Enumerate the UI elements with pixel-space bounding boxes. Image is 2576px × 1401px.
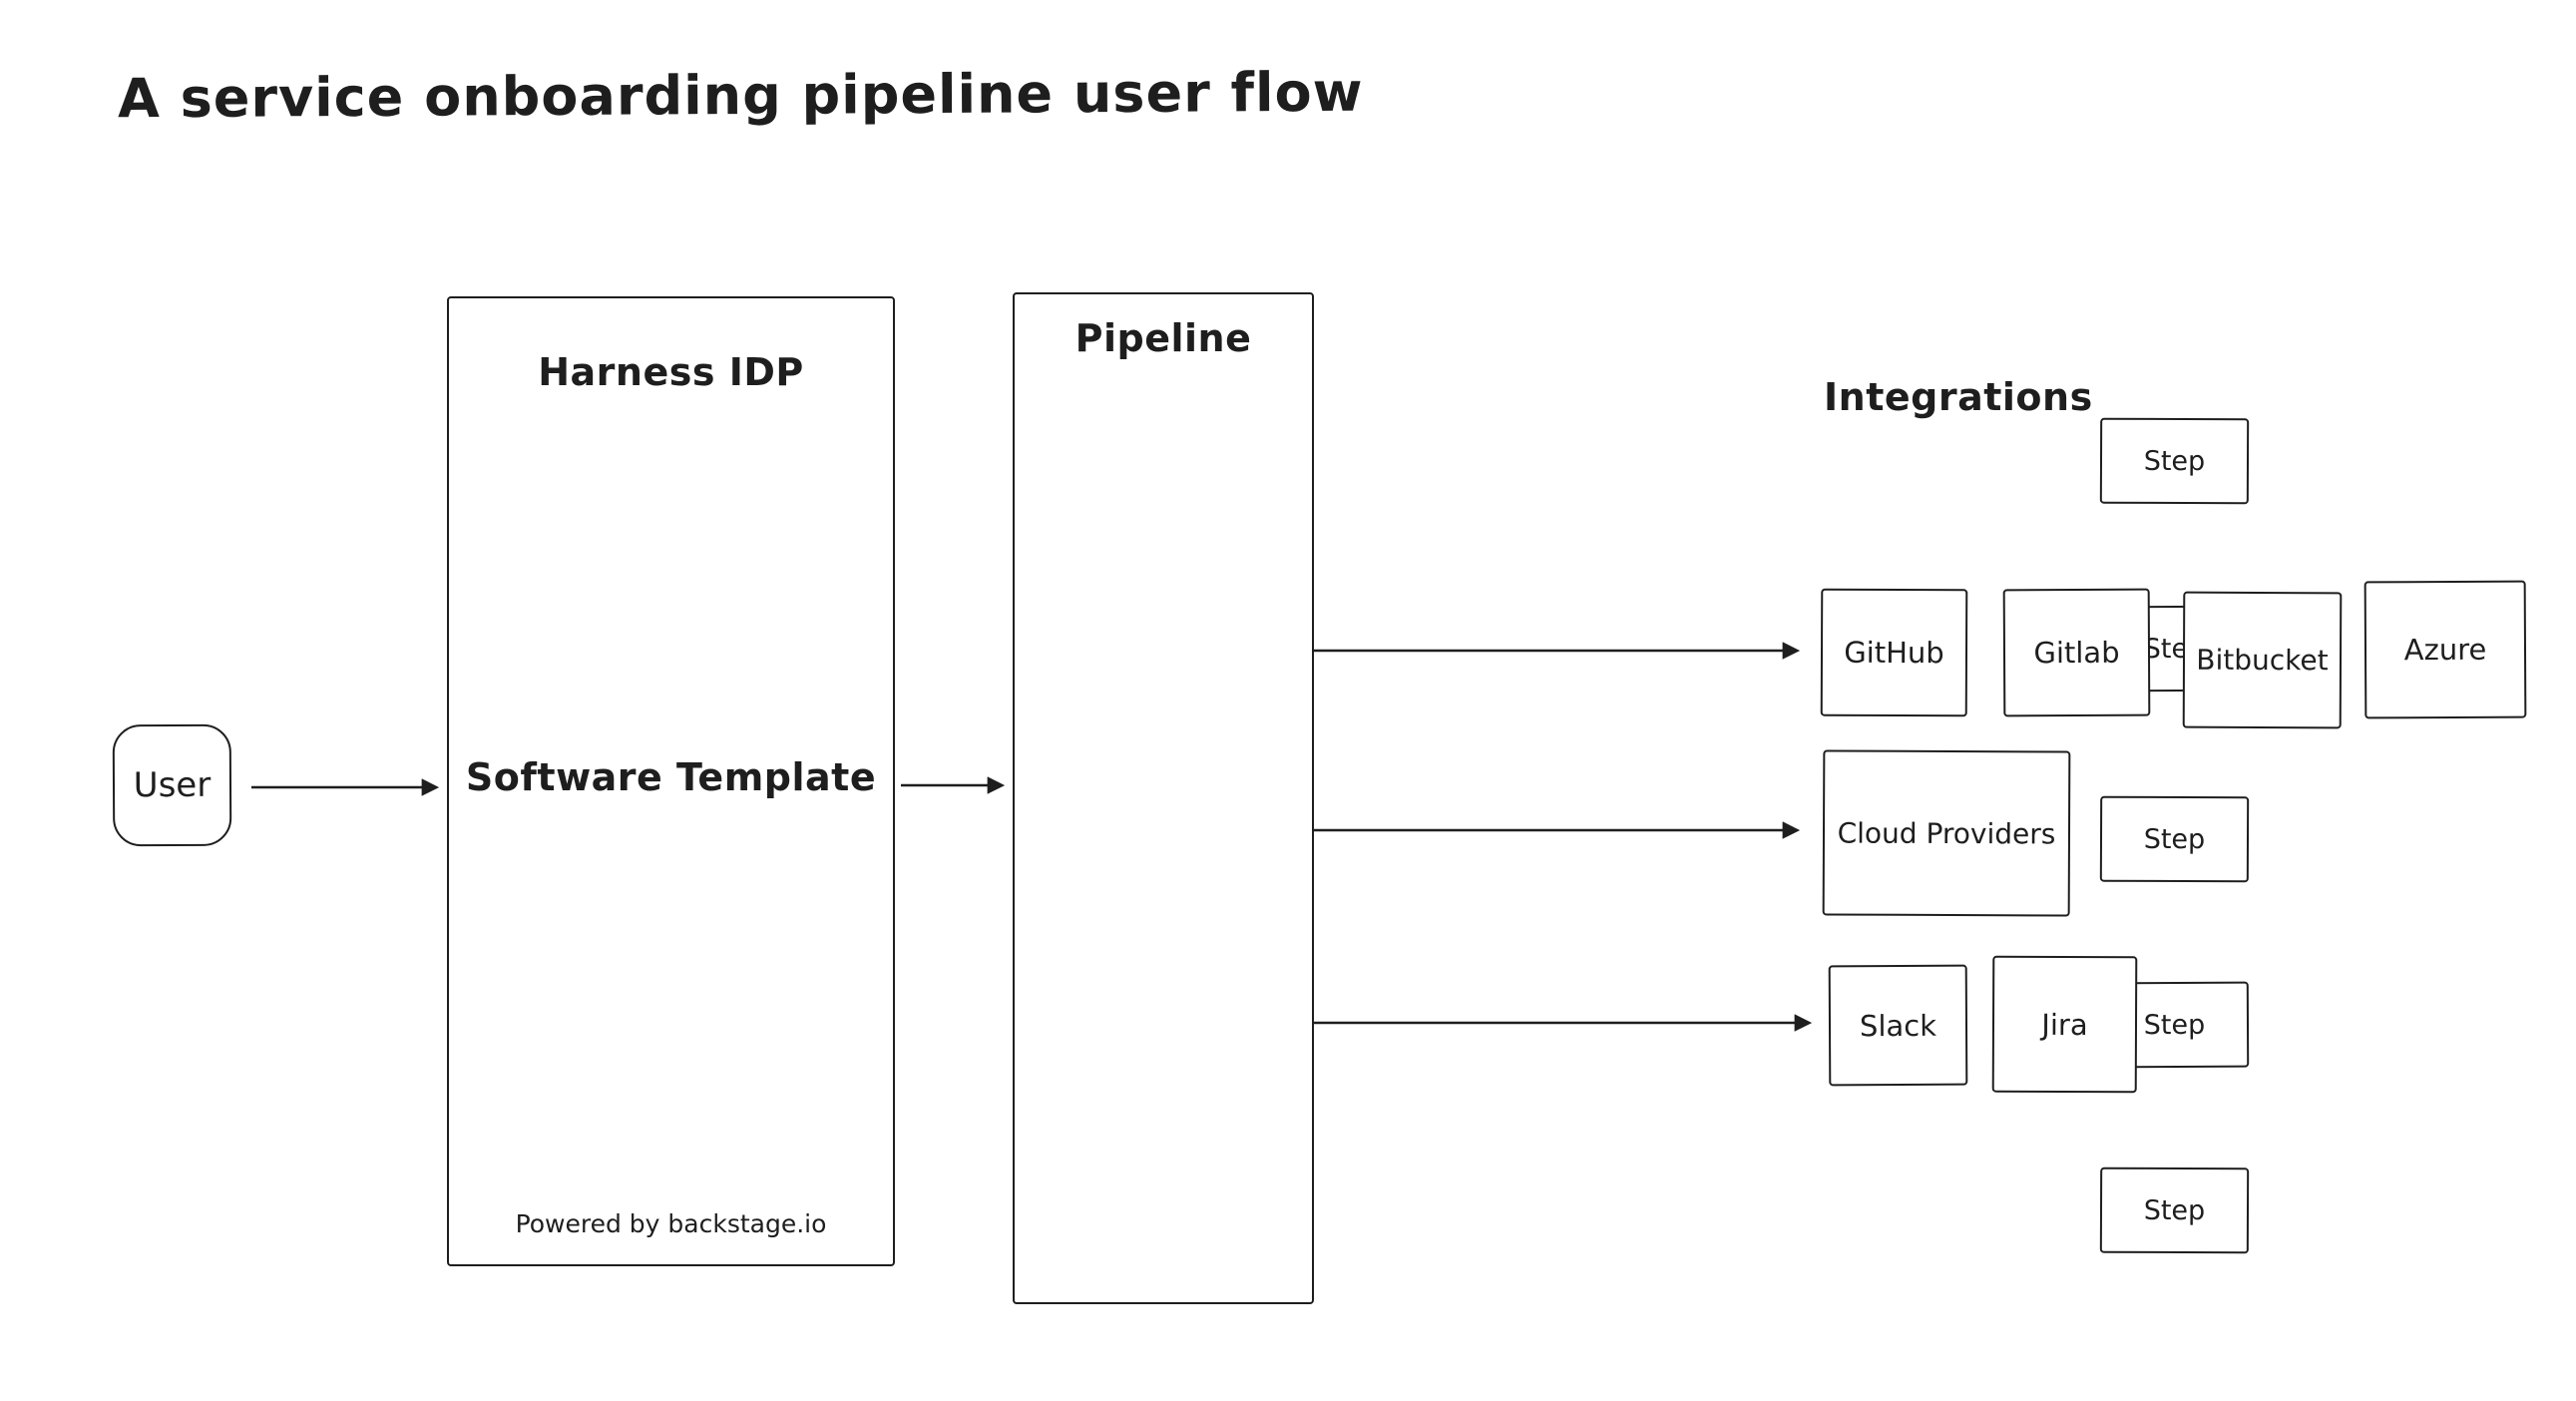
user-node-label: User [133,764,212,806]
gitlab-label: Gitlab [2033,635,2120,671]
pipeline-step-box-1: Step [2099,417,2250,505]
integration-bitbucket: Bitbucket [2182,591,2343,729]
harness-idp-container: Harness IDP Software Template Powered by… [447,296,895,1266]
integration-gitlab: Gitlab [2002,588,2151,717]
diagram-title: A service onboarding pipeline user flow [117,60,1364,131]
powered-by-backstage-label: Powered by backstage.io [515,1209,827,1238]
pipeline-title: Pipeline [1074,316,1252,360]
user-node: User [112,723,232,847]
pipeline-step-box-3: Step [2099,795,2250,883]
pipeline-container: Pipeline Step Step Step Step Step [1013,292,2250,1304]
bitbucket-label: Bitbucket [2196,643,2329,678]
step-label: Step [2143,823,2206,855]
integration-jira: Jira [1991,955,2138,1094]
pipeline-step-box-5: Step [2099,1167,2250,1254]
slack-label: Slack [1859,1008,1937,1043]
step-label: Step [2143,1194,2206,1226]
step-label: Step [2143,1009,2206,1041]
step-label: Step [2143,445,2206,477]
software-template-label: Software Template [465,755,877,799]
github-label: GitHub [1844,635,1944,671]
integration-slack: Slack [1828,964,1968,1087]
integration-github: GitHub [1820,588,1968,717]
azure-label: Azure [2403,632,2487,668]
integration-cloud-providers: Cloud Providers [1822,749,2071,917]
integrations-title: Integrations [1824,375,2093,419]
harness-idp-title: Harness IDP [538,350,804,394]
integration-azure: Azure [2363,580,2527,719]
jira-label: Jira [2041,1007,2088,1042]
cloud-providers-label: Cloud Providers [1837,816,2056,850]
